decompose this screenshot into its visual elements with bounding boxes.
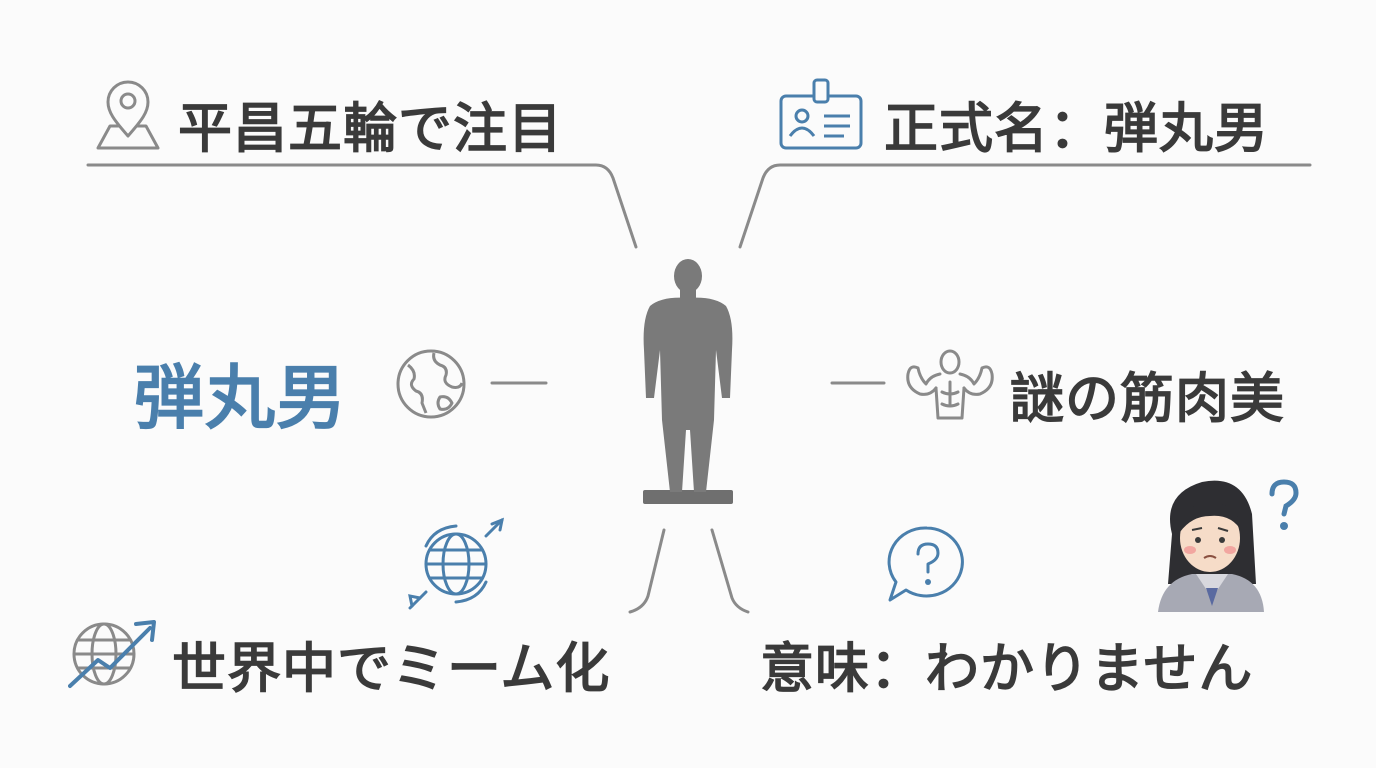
- bodybuilder-silhouette-icon: [643, 259, 733, 504]
- confused-girl-icon: [1158, 480, 1264, 612]
- label-meme: 世界中でミーム化: [172, 637, 611, 700]
- connector-top-left: [86, 163, 638, 249]
- label-formal-name: 正式名：弾丸男: [884, 97, 1269, 160]
- question-bubble-icon: [887, 526, 964, 602]
- connector-bottom-right: [710, 528, 750, 614]
- question-mark-icon: [1269, 479, 1299, 530]
- label-main-name: 弾丸男: [134, 357, 347, 439]
- globe-icon: [396, 349, 466, 419]
- label-pyeongchang: 平昌五輪で注目: [178, 97, 563, 160]
- flexing-muscle-icon: [906, 349, 994, 420]
- globe-trend-icon: [68, 620, 156, 688]
- globe-arrows-icon: [408, 517, 504, 610]
- connector-bottom-left: [628, 528, 666, 614]
- map-pin-icon: [96, 80, 160, 150]
- label-muscle: 謎の筋肉美: [1010, 367, 1285, 430]
- connector-top-right: [738, 163, 1312, 249]
- id-badge-icon: [779, 78, 863, 150]
- label-meaning: 意味：わかりません: [760, 637, 1254, 700]
